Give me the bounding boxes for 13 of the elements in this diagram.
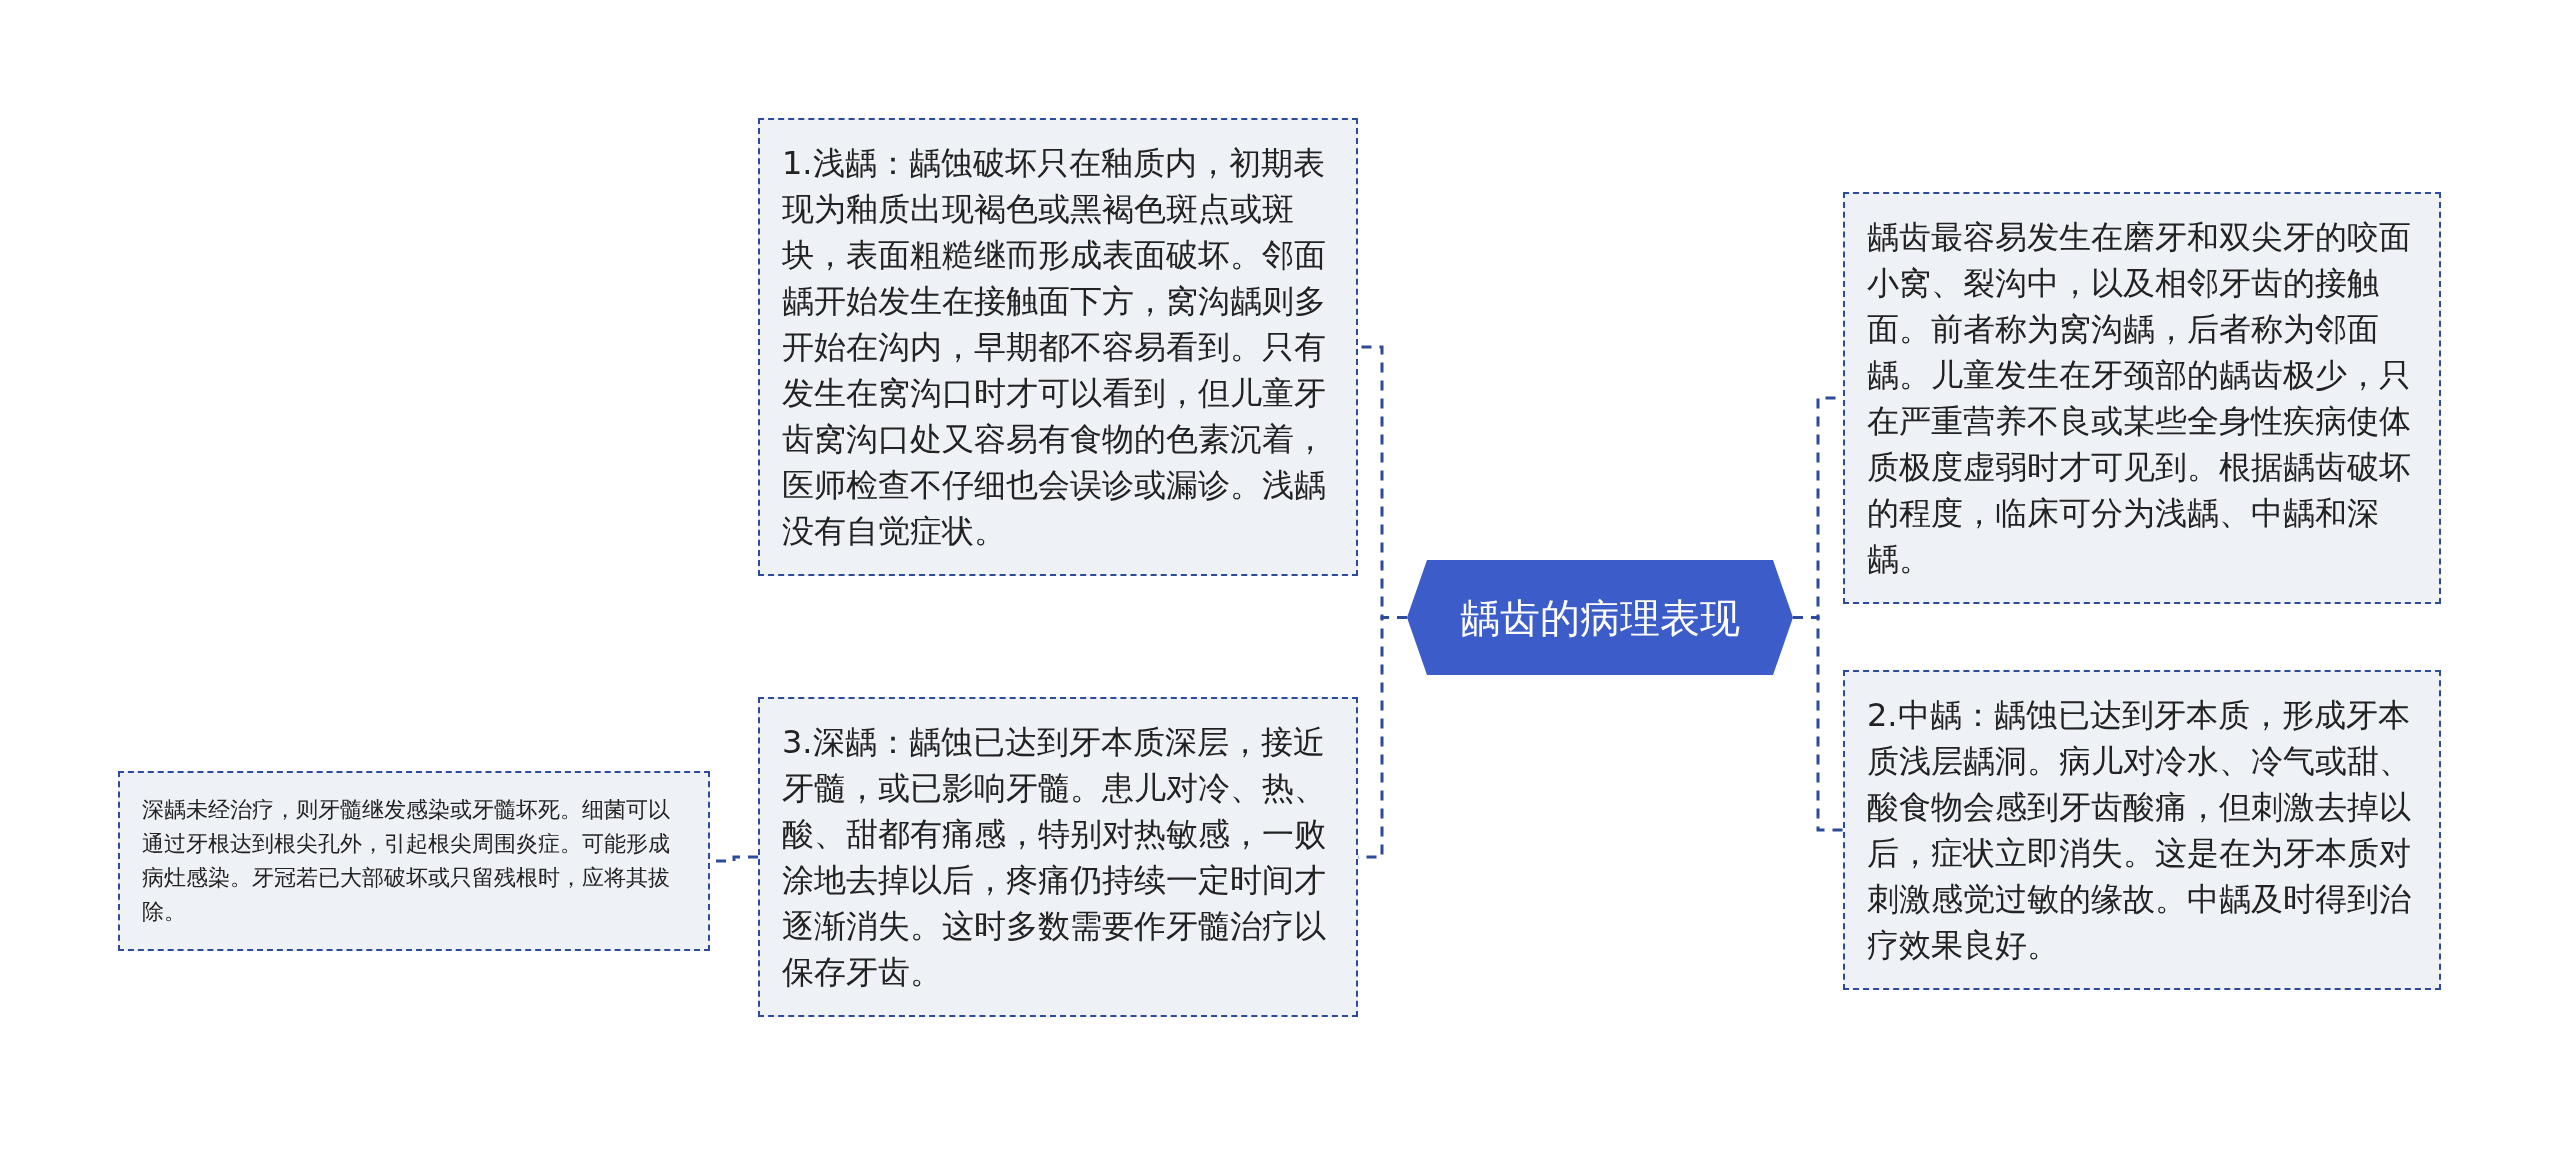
text-box [1843,192,2441,604]
text-box [118,771,710,951]
box-text: 3.深龋：龋蚀已达到牙本质深层，接近牙髓，或已影响牙髓。患儿对冷、热、酸、甜都有痛感，特别对热敏感，一败涂地去掉以后，疼痛仍持续一定时间才逐渐消失。这时多数需要作牙髓治疗以保存牙齿。 [782,722,1327,993]
topic-title: 龋齿的病理表现 [1459,593,1741,642]
box-text: 1.浅龋：龋蚀破坏只在釉质内，初期表现为釉质出现褐色或黑褐色斑点或斑块，表面粗糙继而形成表面破坏。邻面龋开始发生在接触面下方，窝沟龋则多开始在沟内，早期都不容易看到。只有发生在窝沟口时才可以看到，但儿童牙齿窝沟口处又容易有食物的色素沉着，医师检查不仔细也会误诊或漏诊。浅龋没有自觉症状。 [782,143,1327,552]
box-text: 2.中龋：龋蚀已达到牙本质，形成牙本质浅层龋洞。病儿对冷水、冷气或甜、酸食物会感到牙齿酸痛，但刺激去掉以后，症状立即消失。这是在为牙本质对刺激感觉过敏的缘故。中龋及时得到治疗效果良好。 [1867,695,2412,966]
box-text: 龋齿最容易发生在磨牙和双尖牙的咬面小窝、裂沟中，以及相邻牙齿的接触面。前者称为窝沟龋，后者称为邻面龋。儿童发生在牙颈部的龋齿极少，只在严重营养不良或某些全身性疾病使体质极度虚弱时才可见到。根据龋齿破坏的程度，临床可分为浅龋、中龋和深龋。 [1867,217,2412,580]
text-box [758,697,1358,1017]
connector [1793,616,1843,832]
topic-hexagon [1407,560,1793,675]
box-text: 深龋未经治疗，则牙髓继发感染或牙髓坏死。细菌可以通过牙根达到根尖孔外，引起根尖周围炎症。可能形成病灶感染。牙冠若已大部破坏或只留残根时，应将其拔除。 [142,796,671,926]
text-box [758,118,1358,576]
text-box [1843,670,2441,990]
